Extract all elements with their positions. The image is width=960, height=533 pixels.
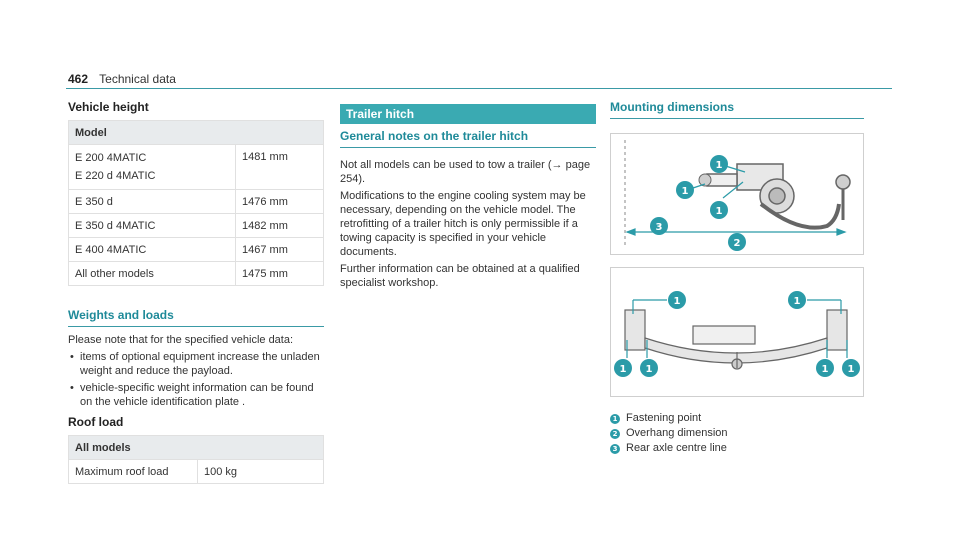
- left-column: Vehicle height Model E 200 4MATIC E 220 …: [68, 100, 324, 484]
- trailer-hitch-bar: Trailer hitch: [340, 104, 596, 124]
- table-header-model: Model: [68, 120, 324, 145]
- legend-label: Fastening point: [626, 412, 702, 424]
- table-row: E 200 4MATIC E 220 d 4MATIC 1481 mm: [68, 144, 324, 190]
- weights-bullet-list: items of optional equipment increase the…: [68, 350, 324, 409]
- svg-text:1: 1: [848, 364, 855, 375]
- table-cell-model: All other models: [68, 261, 236, 286]
- table-header-row: All models: [68, 435, 324, 460]
- table-row: E 400 4MATIC 1467 mm: [68, 237, 324, 262]
- table-row: All other models 1475 mm: [68, 261, 324, 286]
- legend-label: Overhang dimension: [626, 427, 728, 439]
- vehicle-height-table: Model E 200 4MATIC E 220 d 4MATIC 1481 m…: [68, 120, 324, 286]
- svg-text:1: 1: [682, 186, 689, 197]
- table-row: Maximum roof load 100 kg: [68, 459, 324, 484]
- svg-text:1: 1: [822, 364, 829, 375]
- roof-load-title: Roof load: [68, 415, 124, 429]
- table-cell-value: 1475 mm: [235, 261, 324, 286]
- svg-text:1: 1: [620, 364, 627, 375]
- table-cell-model: E 350 d: [68, 189, 236, 214]
- table-cell-label: Maximum roof load: [68, 459, 198, 484]
- table-cell-value: 1481 mm: [235, 144, 324, 190]
- table-cell-value: 1467 mm: [235, 237, 324, 262]
- callout-badges: 1 1 1 1 1 1: [614, 291, 860, 377]
- legend-number: 1: [610, 413, 620, 424]
- svg-text:1: 1: [674, 296, 681, 307]
- table-cell-value: 1482 mm: [235, 213, 324, 238]
- header-divider: [66, 88, 892, 89]
- weights-loads-title: Weights and loads: [68, 308, 324, 327]
- table-row: E 350 d 4MATIC 1482 mm: [68, 213, 324, 238]
- legend-item: 2 Overhang dimension: [610, 426, 864, 441]
- table-header-row: Model: [68, 120, 324, 145]
- section-title: Technical data: [99, 72, 176, 86]
- right-column: Mounting dimensions: [610, 100, 864, 456]
- vehicle-height-title: Vehicle height: [68, 100, 149, 114]
- side-view-diagram: 1 1 1 3 2: [624, 140, 851, 251]
- svg-text:1: 1: [646, 364, 653, 375]
- model-line: E 200 4MATIC: [75, 152, 147, 164]
- list-item: items of optional equipment increase the…: [68, 350, 324, 378]
- callout-badges: 1 1 1 3 2: [650, 155, 746, 251]
- weights-intro: Please note that for the specified vehic…: [68, 334, 294, 346]
- trailer-para-3: Further information can be obtained at a…: [340, 263, 580, 289]
- legend-label: Rear axle centre line: [626, 442, 727, 454]
- middle-column: Trailer hitch General notes on the trail…: [340, 104, 596, 290]
- legend-number: 2: [610, 428, 620, 439]
- table-cell-model: E 350 d 4MATIC: [68, 213, 236, 238]
- trailer-para-2: Modifications to the engine cooling syst…: [340, 190, 586, 258]
- mounting-dimensions-title: Mounting dimensions: [610, 100, 864, 119]
- roof-load-table: All models Maximum roof load 100 kg: [68, 435, 324, 484]
- figure-legend: 1 Fastening point 2 Overhang dimension 3…: [610, 411, 864, 456]
- table-row: E 350 d 1476 mm: [68, 189, 324, 214]
- svg-text:3: 3: [656, 222, 663, 233]
- general-notes-title: General notes on the trailer hitch: [340, 129, 596, 148]
- table-header-all-models: All models: [68, 435, 324, 460]
- svg-text:1: 1: [794, 296, 801, 307]
- legend-item: 3 Rear axle centre line: [610, 441, 864, 456]
- side-view-figure: 1 1 1 3 2: [610, 133, 864, 255]
- svg-text:1: 1: [716, 160, 723, 171]
- table-cell-model: E 400 4MATIC: [68, 237, 236, 262]
- legend-number: 3: [610, 443, 620, 454]
- rear-view-figure: 1 1 1 1 1 1: [610, 267, 864, 397]
- svg-text:2: 2: [734, 238, 741, 249]
- legend-item: 1 Fastening point: [610, 411, 864, 426]
- list-item: vehicle-specific weight information can …: [68, 381, 324, 409]
- table-cell-model: E 200 4MATIC E 220 d 4MATIC: [68, 144, 236, 190]
- trailer-para-1: Not all models can be used to tow a trai…: [340, 159, 591, 185]
- model-line: E 220 d 4MATIC: [75, 170, 156, 182]
- rear-view-diagram: 1 1 1 1 1 1: [614, 291, 860, 377]
- page-header: 462 Technical data: [68, 72, 176, 86]
- page-number: 462: [68, 72, 89, 86]
- table-cell-value: 1476 mm: [235, 189, 324, 214]
- table-cell-value: 100 kg: [197, 459, 324, 484]
- svg-text:1: 1: [716, 206, 723, 217]
